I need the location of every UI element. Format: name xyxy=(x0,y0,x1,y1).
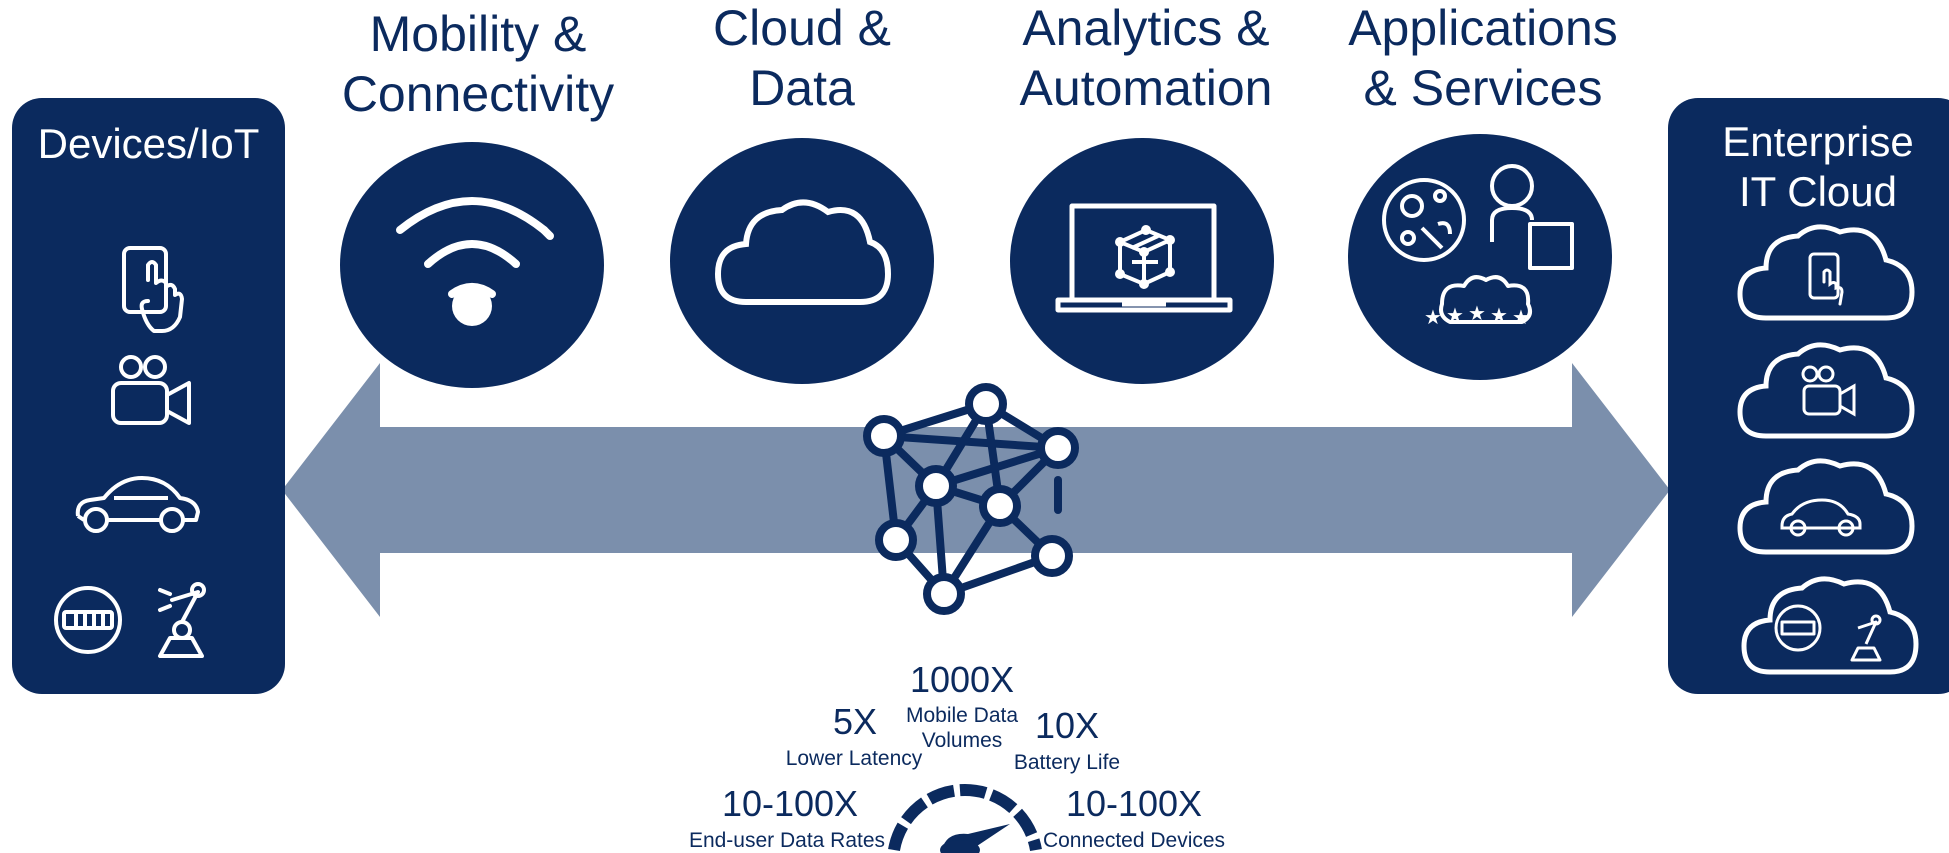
cloud-meter-robot-icon xyxy=(1741,576,1919,675)
enterprise-panel: Enterprise IT Cloud xyxy=(1668,98,1949,694)
network-icon xyxy=(863,383,1079,615)
mobility-heading-line2: Connectivity xyxy=(341,66,615,122)
laptop-cube-icon xyxy=(1055,203,1233,313)
stat-value-battery: 10X xyxy=(1034,705,1100,746)
applications-heading-line1: Applications xyxy=(1348,0,1618,56)
stat-label-data-rates: End-user Data Rates xyxy=(688,829,886,852)
analytics-heading-line1: Analytics & xyxy=(1022,0,1270,56)
stat-label-mobile-data-line2: Volumes xyxy=(921,729,1003,752)
stat-label-connected-devices: Connected Devices xyxy=(1042,829,1226,852)
devices-panel-title: Devices/IoT xyxy=(37,120,260,167)
enterprise-panel-title-line1: Enterprise xyxy=(1722,118,1914,165)
svg-text:★: ★ xyxy=(1490,303,1508,327)
stat-label-mobile-data-line1: Mobile Data xyxy=(905,704,1019,727)
stat-value-data-rates: 10-100X xyxy=(721,783,859,824)
meter-robot-arm-icon xyxy=(54,582,206,658)
applications-circle xyxy=(1348,134,1612,380)
cloud-heading-line1: Cloud & xyxy=(713,0,891,56)
stat-value-mobile-data: 1000X xyxy=(909,659,1015,700)
wifi-icon xyxy=(396,197,554,326)
svg-text:★: ★ xyxy=(1424,305,1442,329)
analytics-heading-line2: Automation xyxy=(1019,60,1273,116)
tablet-touch-icon xyxy=(122,246,184,333)
cloud-car-icon xyxy=(1737,458,1915,555)
speedometer-icon xyxy=(888,784,1042,853)
cloud-circle xyxy=(670,138,934,384)
mobility-circle xyxy=(340,142,604,388)
car-icon xyxy=(75,476,200,533)
stat-label-latency: Lower Latency xyxy=(785,747,923,770)
stat-value-latency: 5X xyxy=(832,701,878,742)
video-camera-icon xyxy=(111,355,191,425)
services-icon: ★★★★★ xyxy=(1382,164,1574,329)
enterprise-panel-title-line2: IT Cloud xyxy=(1739,168,1897,215)
svg-text:★: ★ xyxy=(1512,305,1530,329)
svg-text:★: ★ xyxy=(1468,301,1486,325)
mobility-heading-line1: Mobility & xyxy=(369,6,587,62)
cloud-icon xyxy=(714,199,892,305)
devices-panel: Devices/IoT xyxy=(12,98,285,694)
cloud-camera-icon xyxy=(1737,342,1915,439)
svg-text:★: ★ xyxy=(1446,303,1464,327)
cloud-heading-line2: Data xyxy=(749,60,855,116)
cloud-tablet-icon xyxy=(1737,224,1915,321)
applications-heading-line2: & Services xyxy=(1363,60,1603,116)
stat-value-connected-devices: 10-100X xyxy=(1065,783,1203,824)
stat-label-battery: Battery Life xyxy=(1013,751,1121,774)
